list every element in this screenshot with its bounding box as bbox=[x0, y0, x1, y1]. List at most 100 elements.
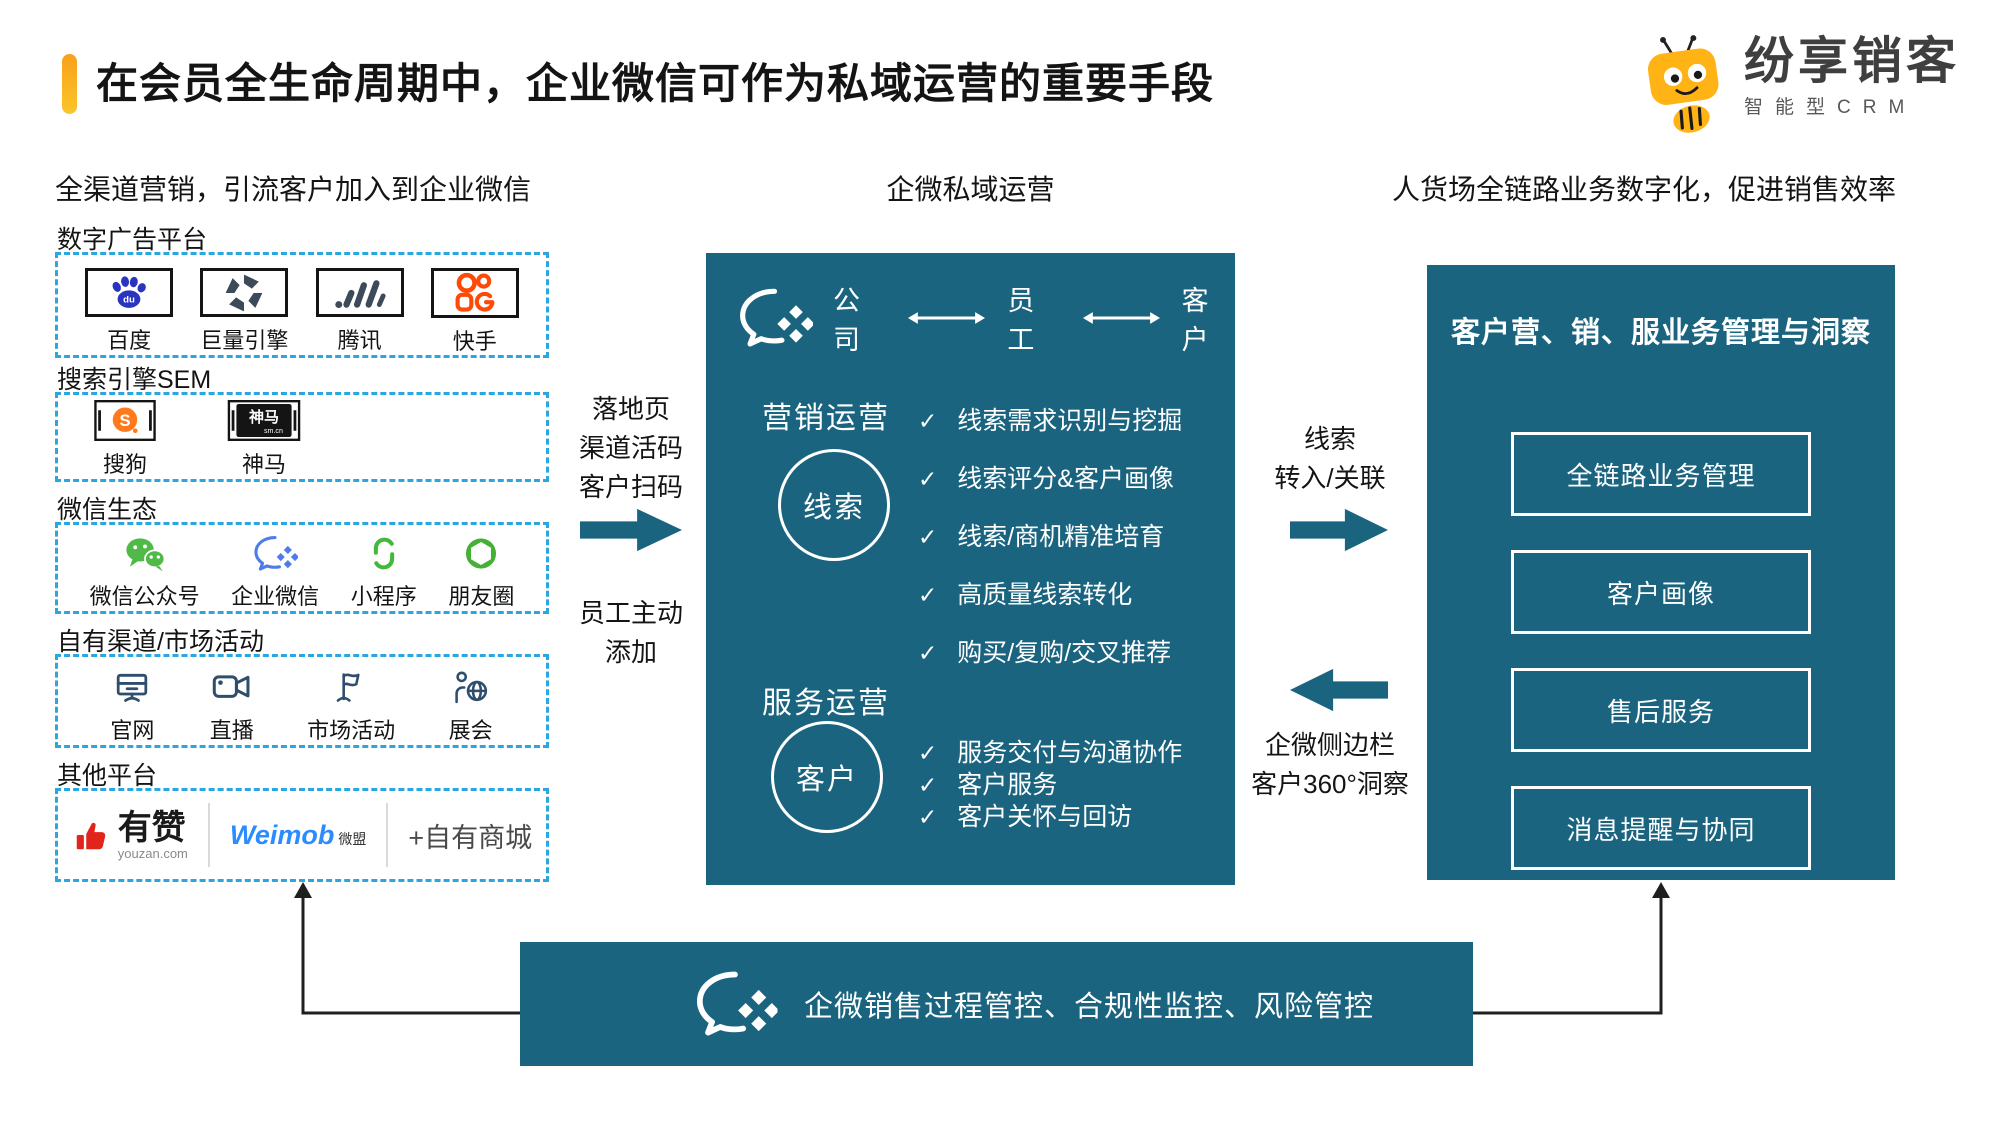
marketing-item: ✓ 购买/复购/交叉推荐 bbox=[918, 639, 1172, 667]
flow-sidebar-insight-label: 企微侧边栏 客户360°洞察 bbox=[1251, 730, 1409, 799]
digital-ads-box: du 百度 巨量引擎 bbox=[55, 252, 549, 358]
marketing-item: ✓ 线索/商机精准培育 bbox=[918, 523, 1165, 551]
youzan-thumb-icon bbox=[76, 822, 106, 850]
divider bbox=[386, 803, 389, 867]
platform-wechat-oa: 微信公众号 bbox=[90, 534, 200, 611]
company-employee-customer-chain: 公司 员工 客户 bbox=[736, 279, 1235, 357]
middle-column-title: 企微私域运营 bbox=[886, 174, 1055, 205]
check-icon: ✓ bbox=[918, 740, 938, 766]
platform-sogou: S 搜狗 bbox=[86, 400, 164, 479]
marketing-item: ✓ 线索评分&客户画像 bbox=[918, 465, 1174, 493]
svg-text:du: du bbox=[123, 294, 135, 305]
arrow-left-to-middle bbox=[580, 508, 682, 552]
page-title: 在会员全生命周期中，企业微信可作为私域运营的重要手段 bbox=[96, 60, 1215, 107]
leads-circle: 线索 bbox=[778, 449, 890, 561]
video-camera-icon bbox=[212, 675, 250, 698]
moments-aperture-icon bbox=[466, 538, 497, 569]
platform-kuaishou: 快手 bbox=[430, 268, 519, 355]
divider bbox=[207, 803, 210, 867]
platform-oceanengine: 巨量引擎 bbox=[200, 268, 288, 355]
section-label-other-platforms: 其他平台 bbox=[57, 762, 158, 790]
wechat-icon bbox=[125, 538, 165, 572]
channel-expo: 展会 bbox=[446, 668, 496, 745]
marketing-ops-heading: 营销运营 bbox=[762, 402, 890, 435]
double-arrow-icon bbox=[906, 310, 987, 326]
other-platforms-box: 有赞 youzan.com Weimob 微盟 +自有商城 bbox=[55, 788, 549, 882]
title-accent-bar bbox=[62, 54, 77, 114]
tencent-ads-icon bbox=[334, 279, 386, 308]
channel-website: 官网 bbox=[108, 668, 156, 745]
section-label-wechat-eco: 微信生态 bbox=[57, 496, 158, 524]
right-column-title: 人货场全链路业务数字化，促进销售效率 bbox=[1392, 174, 1897, 205]
crm-item-full-chain: 全链路业务管理 bbox=[1511, 432, 1811, 516]
crm-item-notification: 消息提醒与协同 bbox=[1511, 786, 1811, 870]
wework-icon bbox=[247, 534, 303, 573]
flow-landing-label: 落地页 渠道活码 客户扫码 bbox=[578, 394, 683, 502]
check-icon: ✓ bbox=[918, 772, 938, 798]
kuaishou-icon bbox=[455, 272, 495, 312]
service-item: ✓ 客户服务 bbox=[918, 771, 1058, 799]
left-column-title: 全渠道营销，引流客户加入到企业微信 bbox=[55, 174, 532, 205]
check-icon: ✓ bbox=[918, 408, 938, 434]
chain-employee: 员工 bbox=[1007, 286, 1035, 355]
check-icon: ✓ bbox=[918, 804, 938, 830]
channel-livestream: 直播 bbox=[207, 668, 257, 745]
bee-mascot-icon bbox=[1647, 35, 1719, 133]
logo-subtitle: 智能型CRM bbox=[1744, 97, 1917, 118]
platform-shenma: 神马 sm.cn 神马 bbox=[218, 400, 310, 479]
monitor-icon bbox=[117, 673, 148, 702]
double-arrow-icon bbox=[1081, 310, 1162, 326]
section-label-sem: 搜索引擎SEM bbox=[57, 366, 212, 394]
chain-customer: 客户 bbox=[1181, 286, 1209, 355]
flow-lead-transfer-label: 线索 转入/关联 bbox=[1274, 424, 1386, 493]
own-mall-label: +自有商城 bbox=[408, 822, 533, 853]
crm-box-title: 客户营、销、服业务管理与洞察 bbox=[1450, 317, 1871, 349]
shenma-logo: 神马 sm.cn bbox=[227, 400, 301, 441]
platform-wework: 企业微信 bbox=[231, 534, 319, 611]
compliance-bar: 企微销售过程管控、合规性监控、风险管控 bbox=[520, 942, 1473, 1066]
baidu-paw-icon: du bbox=[112, 275, 147, 308]
sogou-logo: S bbox=[94, 400, 156, 441]
svg-text:神马: 神马 bbox=[249, 408, 279, 426]
customer-circle: 客户 bbox=[771, 721, 883, 833]
wechat-eco-box: 微信公众号 企业微信 小程序 bbox=[55, 522, 549, 614]
wework-icon bbox=[736, 285, 813, 351]
check-icon: ✓ bbox=[918, 524, 938, 550]
platform-weimob: Weimob 微盟 bbox=[229, 819, 367, 850]
marketing-item: ✓ 高质量线索转化 bbox=[918, 581, 1133, 609]
service-item: ✓ 服务交付与沟通协作 bbox=[918, 739, 1183, 767]
crm-item-customer-profile: 客户画像 bbox=[1511, 550, 1811, 634]
check-icon: ✓ bbox=[918, 640, 938, 666]
svg-text:sm.cn: sm.cn bbox=[264, 427, 283, 435]
flag-icon bbox=[336, 673, 360, 702]
miniprogram-icon bbox=[373, 537, 394, 570]
section-label-digital-ads: 数字广告平台 bbox=[57, 226, 208, 254]
service-item: ✓ 客户关怀与回访 bbox=[918, 803, 1133, 831]
logo-name: 纷享销客 bbox=[1744, 33, 1960, 89]
platform-tencent: 腾讯 bbox=[315, 268, 404, 355]
compliance-bar-text: 企微销售过程管控、合规性监控、风险管控 bbox=[804, 991, 1375, 1023]
check-icon: ✓ bbox=[918, 466, 938, 492]
platform-youzan: 有赞 youzan.com bbox=[72, 811, 188, 860]
person-globe-icon bbox=[454, 671, 487, 704]
marketing-item: ✓ 线索需求识别与挖掘 bbox=[918, 407, 1183, 435]
own-channels-box: 官网 直播 市场活动 bbox=[55, 654, 549, 748]
channel-marketing-event: 市场活动 bbox=[307, 668, 395, 745]
crm-management-box: 客户营、销、服业务管理与洞察 全链路业务管理 客户画像 售后服务 消息提醒与协同 bbox=[1427, 265, 1895, 880]
crm-item-after-sales: 售后服务 bbox=[1511, 668, 1811, 752]
fxiaoke-logo: 纷享销客 智能型CRM bbox=[1640, 34, 1960, 136]
ocean-engine-pinwheel-icon bbox=[226, 274, 263, 311]
svg-text:S: S bbox=[119, 411, 130, 430]
section-label-own-channels: 自有渠道/市场活动 bbox=[57, 628, 264, 656]
wework-private-ops-box: 公司 员工 客户 营销运营 线索 ✓ 线索需求识别与挖掘 ✓ 线索评分&客户画像… bbox=[706, 253, 1235, 885]
platform-miniprogram: 小程序 bbox=[351, 534, 417, 611]
chain-company: 公司 bbox=[833, 286, 861, 355]
flow-staff-add-label: 员工主动 添加 bbox=[578, 598, 683, 667]
arrow-right-to-middle bbox=[1290, 666, 1388, 714]
platform-baidu: du 百度 bbox=[85, 268, 174, 355]
check-icon: ✓ bbox=[918, 582, 938, 608]
sem-box: S 搜狗 神马 sm.cn 神马 bbox=[55, 392, 549, 482]
platform-moments: 朋友圈 bbox=[448, 534, 514, 611]
wework-icon bbox=[692, 968, 778, 1040]
